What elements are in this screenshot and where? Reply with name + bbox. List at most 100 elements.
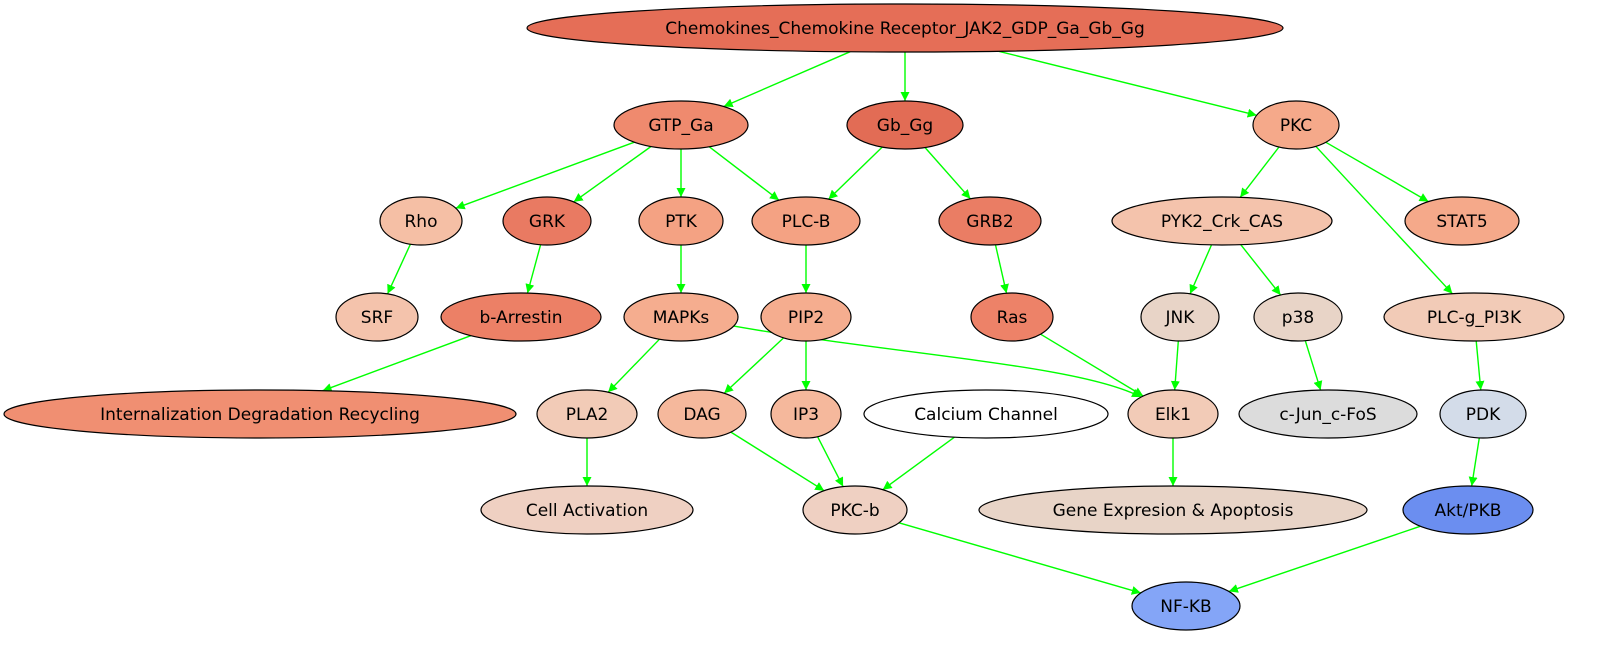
- edge-pyk2-to-p38: [1240, 244, 1282, 296]
- node-label: Internalization Degradation Recycling: [100, 405, 420, 425]
- node-ellipse: [770, 389, 842, 439]
- node-ellipse: [657, 389, 747, 439]
- edge-pip2-to-dag: [723, 337, 785, 394]
- node-cellact: Cell Activation: [480, 485, 694, 535]
- edge-jnk-to-elk1: [1170, 340, 1180, 391]
- edge-barr-to-internal: [322, 335, 472, 392]
- edge-grb2-to-ras: [994, 244, 1009, 294]
- node-label: Ras: [997, 308, 1028, 328]
- node-ellipse: [1383, 292, 1565, 342]
- edge-pyk2-to-jnk: [1189, 244, 1213, 295]
- node-ellipse: [863, 389, 1109, 439]
- node-pip2: PIP2: [760, 292, 852, 342]
- node-ellipse: [760, 292, 852, 342]
- node-nfkb: NF-KB: [1131, 581, 1241, 631]
- node-ellipse: [970, 292, 1054, 342]
- node-plcb: PLC-B: [751, 196, 861, 246]
- edge-gbgg-to-plcb: [828, 146, 883, 200]
- node-akt: Akt/PKB: [1402, 485, 1534, 535]
- node-elk1: Elk1: [1127, 389, 1219, 439]
- node-jnk: JNK: [1140, 292, 1220, 342]
- node-ellipse: [536, 389, 638, 439]
- node-stat5: STAT5: [1404, 196, 1520, 246]
- node-label: GRB2: [966, 212, 1013, 232]
- node-ellipse: [751, 196, 861, 246]
- node-rho: Rho: [379, 196, 463, 246]
- edge-rho-to-srf: [386, 243, 412, 295]
- edge-pkc-to-pyk2: [1239, 146, 1280, 198]
- node-pdk: PDK: [1439, 389, 1527, 439]
- node-label: Akt/PKB: [1435, 501, 1502, 521]
- node-pkcb: PKC-b: [802, 485, 908, 535]
- edge-gbgg-to-grb2: [924, 147, 971, 200]
- node-ellipse: [802, 485, 908, 535]
- node-label: PKC-b: [830, 501, 879, 521]
- node-ras: Ras: [970, 292, 1054, 342]
- node-ellipse: [1127, 389, 1219, 439]
- node-label: p38: [1282, 308, 1314, 328]
- node-label: Rho: [405, 212, 438, 232]
- edges-layer: [322, 50, 1485, 595]
- edge-root-to-pkc: [998, 50, 1257, 118]
- node-ellipse: [1238, 389, 1418, 439]
- node-label: PLA2: [566, 405, 609, 425]
- node-p38: p38: [1253, 292, 1343, 342]
- node-label: SRF: [361, 308, 393, 328]
- node-ellipse: [613, 100, 749, 150]
- node-srf: SRF: [335, 292, 419, 342]
- node-label: JNK: [1165, 308, 1196, 328]
- edge-pkc-to-plcg: [1315, 145, 1453, 295]
- node-gbgg: Gb_Gg: [846, 100, 964, 150]
- node-ellipse: [379, 196, 463, 246]
- nodes-layer: Chemokines_Chemokine Receptor_JAK2_GDP_G…: [3, 3, 1565, 631]
- node-label: PYK2_Crk_CAS: [1161, 212, 1283, 232]
- node-ellipse: [938, 196, 1042, 246]
- node-label: PDK: [1466, 405, 1501, 425]
- node-cjun: c-Jun_c-FoS: [1238, 389, 1418, 439]
- node-barr: b-Arrestin: [440, 292, 602, 342]
- node-ip3: IP3: [770, 389, 842, 439]
- node-ellipse: [1402, 485, 1534, 535]
- node-ellipse: [502, 196, 592, 246]
- node-gtpga: GTP_Ga: [613, 100, 749, 150]
- edge-p38-to-cjun: [1304, 340, 1323, 391]
- node-ellipse: [1131, 581, 1241, 631]
- edge-calcium-to-pkcb: [882, 436, 955, 491]
- node-label: Chemokines_Chemokine Receptor_JAK2_GDP_G…: [665, 19, 1145, 39]
- node-label: PKC: [1280, 116, 1312, 136]
- node-label: Gb_Gg: [877, 116, 933, 136]
- node-ellipse: [480, 485, 694, 535]
- node-label: PLC-g_PI3K: [1427, 308, 1522, 328]
- node-ellipse: [440, 292, 602, 342]
- node-pla2: PLA2: [536, 389, 638, 439]
- node-root: Chemokines_Chemokine Receptor_JAK2_GDP_G…: [526, 3, 1284, 53]
- node-ellipse: [1253, 292, 1343, 342]
- node-ellipse: [978, 485, 1368, 535]
- node-gene: Gene Expresion & Apoptosis: [978, 485, 1368, 535]
- node-ellipse: [623, 292, 739, 342]
- node-pkc: PKC: [1252, 100, 1340, 150]
- node-label: Calcium Channel: [914, 405, 1058, 425]
- edge-pkcb-to-nfkb: [898, 522, 1141, 595]
- edge-pdk-to-akt: [1468, 437, 1480, 487]
- node-dag: DAG: [657, 389, 747, 439]
- node-label: GRK: [529, 212, 566, 232]
- edge-plcg-to-pdk: [1475, 340, 1485, 391]
- node-mapks: MAPKs: [623, 292, 739, 342]
- node-ellipse: [846, 100, 964, 150]
- node-ellipse: [1111, 196, 1333, 246]
- node-label: PIP2: [788, 308, 824, 328]
- node-ellipse: [1404, 196, 1520, 246]
- edge-gtpga-to-plcb: [708, 146, 780, 201]
- node-label: Cell Activation: [526, 501, 648, 521]
- node-ellipse: [1140, 292, 1220, 342]
- edge-pkc-to-stat5: [1325, 141, 1429, 203]
- edge-gtpga-to-rho: [455, 141, 635, 210]
- node-plcg: PLC-g_PI3K: [1383, 292, 1565, 342]
- node-label: Elk1: [1155, 405, 1191, 425]
- node-ellipse: [3, 389, 517, 439]
- node-label: PLC-B: [782, 212, 831, 232]
- node-grb2: GRB2: [938, 196, 1042, 246]
- node-ellipse: [526, 3, 1284, 53]
